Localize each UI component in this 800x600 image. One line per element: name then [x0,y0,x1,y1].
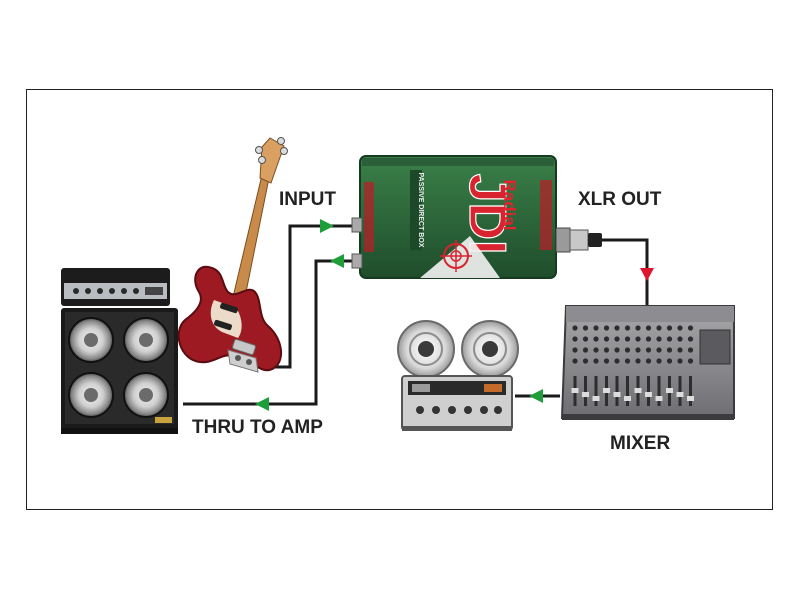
mixer-fader-cap [676,392,684,397]
mixer-knob [666,358,673,364]
mixer-fader-cap [603,388,610,393]
mixer-knob [687,358,694,364]
mixer-knob [572,336,578,342]
mixer-knob [624,325,631,331]
mixer-knob [677,347,683,353]
xlr-out-arrow [640,268,654,281]
mixer-knob [624,347,631,353]
mixer-knob [687,347,694,353]
mixer-knob [645,347,652,353]
bass-amp-icon [61,268,178,434]
mixer-fader-cap [645,392,652,397]
mixer-knob [656,325,662,331]
mixer-fader [678,376,682,406]
cable-xlr-out [600,238,649,307]
mixer-fader [615,376,619,406]
mixer-knob [624,336,631,342]
mixer-fader [594,376,598,406]
mixer-fader-cap [613,392,621,397]
bass-guitar-icon [177,137,288,373]
mixer-knob [582,358,589,364]
mixer-fader-cap [582,392,589,397]
mixer-fader-cap [687,396,694,401]
mixer-knob [614,347,620,353]
reel-to-reel-icon [397,320,519,431]
mixer-knob [635,325,641,331]
mixer-knob [593,347,599,353]
mixer-knob [624,358,631,364]
mixer-fader-cap [592,396,600,401]
mixer-knob [582,347,589,353]
thru-arrow-upper [330,254,344,268]
mixer-knob [656,358,662,364]
mixer-knob [656,347,662,353]
mixer-knob [635,336,641,342]
mixer-knob [572,347,578,353]
mixer-fader [657,376,661,406]
mixer-knob [666,325,673,331]
mixer-label: MIXER [610,433,670,454]
mixer-knob [582,325,589,331]
mixer-fader-cap [655,396,663,401]
mixer-fader-cap [571,388,579,393]
mixer-knob [687,336,694,342]
mixer-knob [603,325,610,331]
mixer-fader-cap [634,388,642,393]
di-box-brand: Radial [500,179,519,230]
mixer-knob [593,325,599,331]
mixer-fader [689,376,692,406]
mixer-knob [677,336,683,342]
mixer-knob [645,336,652,342]
xlr-out-label: XLR OUT [578,189,662,210]
mixer-knob [656,336,662,342]
mixer-knob [614,325,620,331]
mixer-knob [593,336,599,342]
mixer-fader-cap [666,388,673,393]
mixer-knob [687,325,694,331]
mixer-console-icon [560,305,735,420]
mixer-knob [645,358,652,364]
input-label: INPUT [279,189,336,210]
mixer-knob [666,336,673,342]
mixer-knob [635,347,641,353]
xlr-connector-icon [555,227,602,253]
mixer-fader-cap [624,396,631,401]
thru-arrow-lower [255,397,269,411]
mixer-knob [666,347,673,353]
mixer-knob [614,358,620,364]
di-box-icon: PASSIVE DIRECT BOX JDI Radial [351,155,557,279]
mixer-knob [582,336,589,342]
mixer-fader [626,376,629,406]
recorder-arrow [529,389,543,403]
mixer-knob [614,336,620,342]
mixer-fader [584,376,587,406]
mixer-knob [603,347,610,353]
mixer-knob [603,336,610,342]
di-box-subtitle: PASSIVE DIRECT BOX [417,173,424,248]
mixer-knob [572,358,578,364]
mixer-knob [603,358,610,364]
mixer-fader [647,376,650,406]
mixer-knob [572,325,578,331]
input-arrow [320,219,334,233]
mixer-knob [677,325,683,331]
mixer-knob [677,358,683,364]
thru-to-amp-label: THRU TO AMP [192,417,323,438]
mixer-knob [593,358,599,364]
mixer-knob [635,358,641,364]
mixer-knob [645,325,652,331]
